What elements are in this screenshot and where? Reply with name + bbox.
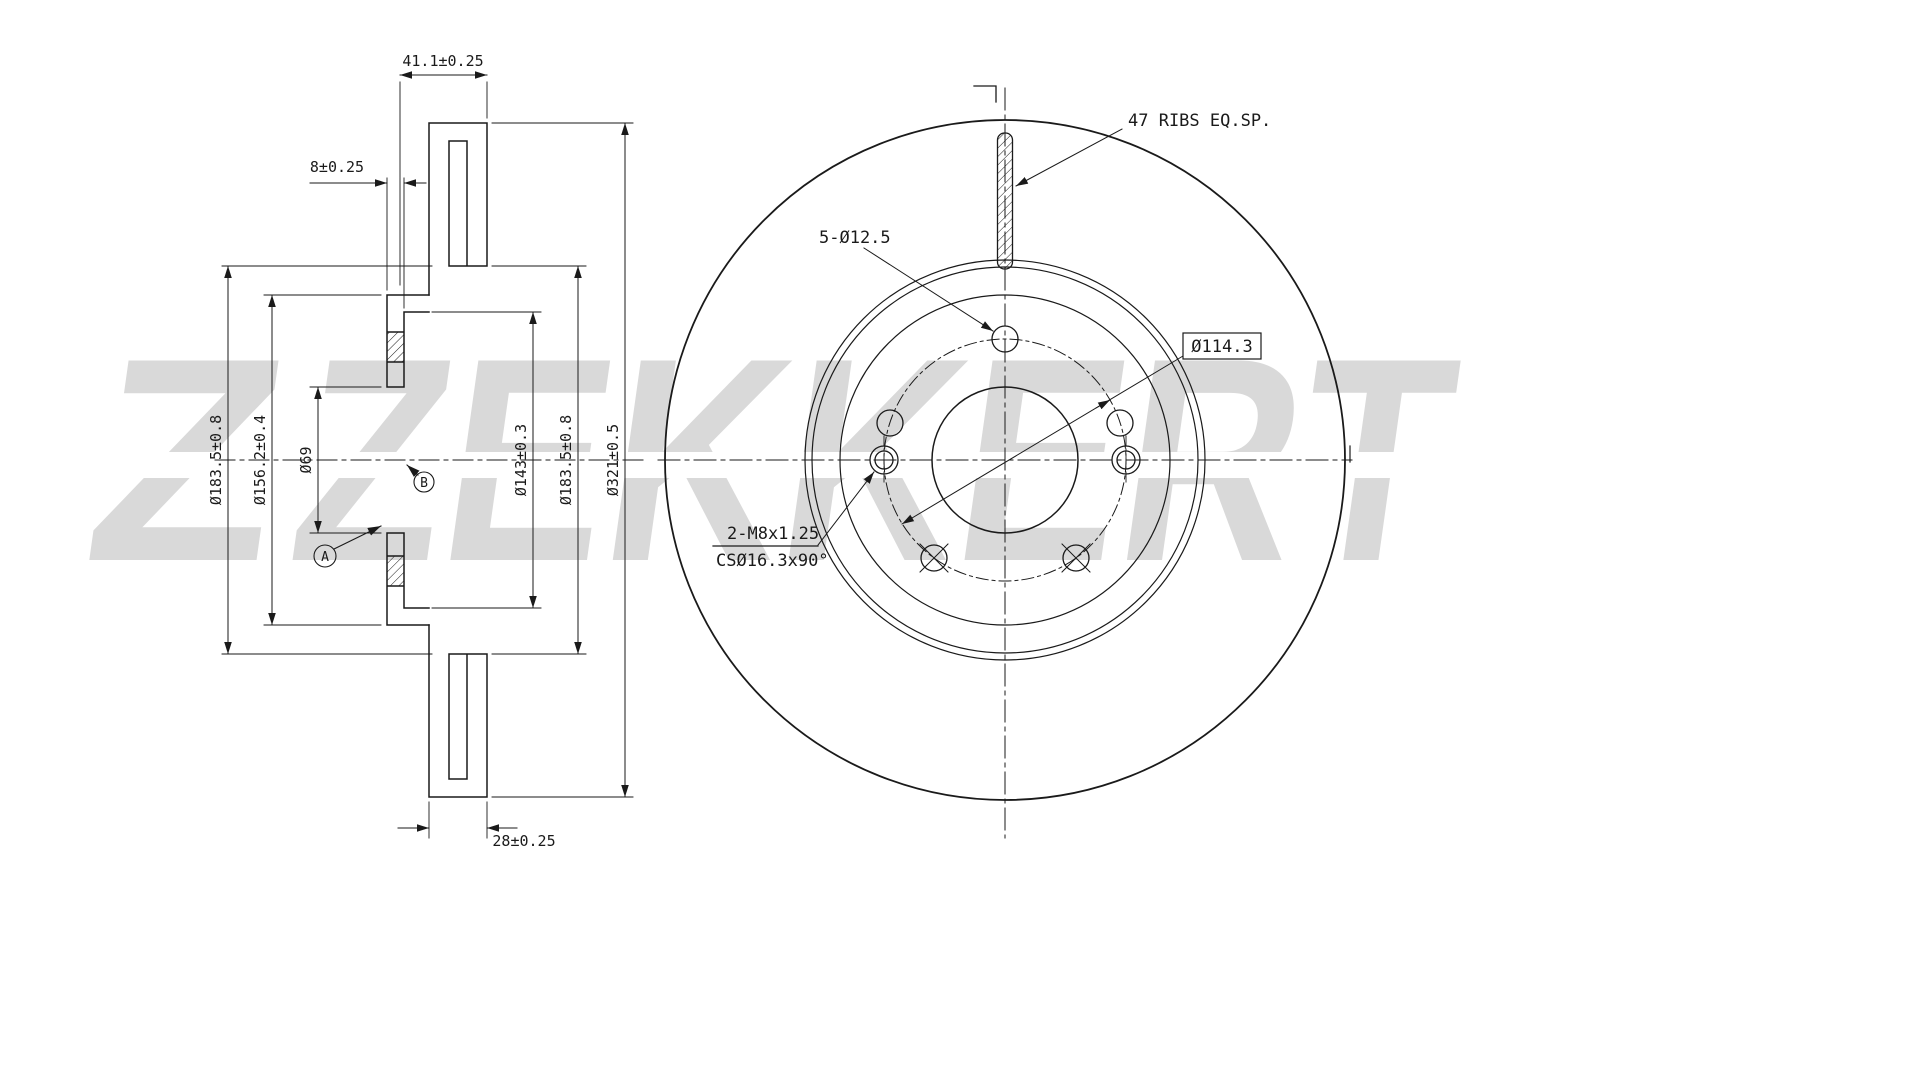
balloon-a [313,525,382,568]
watermark: Z ZEKKERT [72,297,1481,622]
bolt-hole-top [991,325,1019,353]
balloon-b [406,464,435,493]
section-view: Ø183.5±0.8 Ø156.2±0.4 Ø69 Ø143±0.3 Ø183.… [207,52,649,850]
pitch-circle-label: Ø114.3 [1191,337,1252,357]
pitch-circle-box [1182,332,1262,360]
dim-hat-flange: Ø156.2±0.4 [251,415,269,505]
bolt-hole-lower-left [920,544,948,572]
dim-outer-diameter: Ø321±0.5 [604,424,622,496]
section-hatch-upper [387,332,404,362]
dim-inner-face: Ø143±0.3 [512,424,530,496]
bolt-hole-upper-left [876,409,904,437]
front-leaders [712,128,1184,547]
pitch-circle-leader-arrow2 [1095,399,1111,410]
rib-detail [996,132,1014,270]
bolt-hole-upper-right [1106,409,1134,437]
dim-hat-plate-thickness: 8±0.25 [310,158,364,176]
countersink-label: CSØ16.3x90° [716,551,829,571]
bolt-holes [876,325,1134,573]
dim-right-inner-ring: Ø183.5±0.8 [557,415,575,505]
threaded-holes [869,435,1141,485]
thread-leader [817,471,875,546]
balloon-a-label: A [321,550,329,565]
section-extension-lines [221,81,634,839]
pitch-circle-leader [901,355,1184,525]
bolt-holes-leader [863,247,994,332]
section-dimension-lines [224,71,629,832]
bolt-hole-lower-right [1062,544,1090,572]
bolt-hole-lower-left-cross [919,543,949,573]
section-hatch-lower [387,556,404,586]
watermark-stripe [86,452,1481,478]
ribs-leader [1015,128,1123,187]
thread-label: 2-M8x1.25 [727,524,819,544]
dim-disc-thickness: 28±0.25 [492,832,555,850]
dim-left-inner-ring: Ø183.5±0.8 [207,415,225,505]
bolt-holes-label: 5-Ø12.5 [819,228,891,248]
ribs-label: 47 RIBS EQ.SP. [1128,111,1271,131]
front-view: 47 RIBS EQ.SP. 5-Ø12.5 Ø114.3 2-M8x1.25 … [657,85,1353,839]
balloon-b-label: B [420,476,428,491]
section-cut-mark [973,85,997,103]
dim-center-bore: Ø69 [297,446,315,473]
bolt-hole-lower-right-cross [1061,543,1091,573]
dim-overall-depth: 41.1±0.25 [402,52,483,70]
